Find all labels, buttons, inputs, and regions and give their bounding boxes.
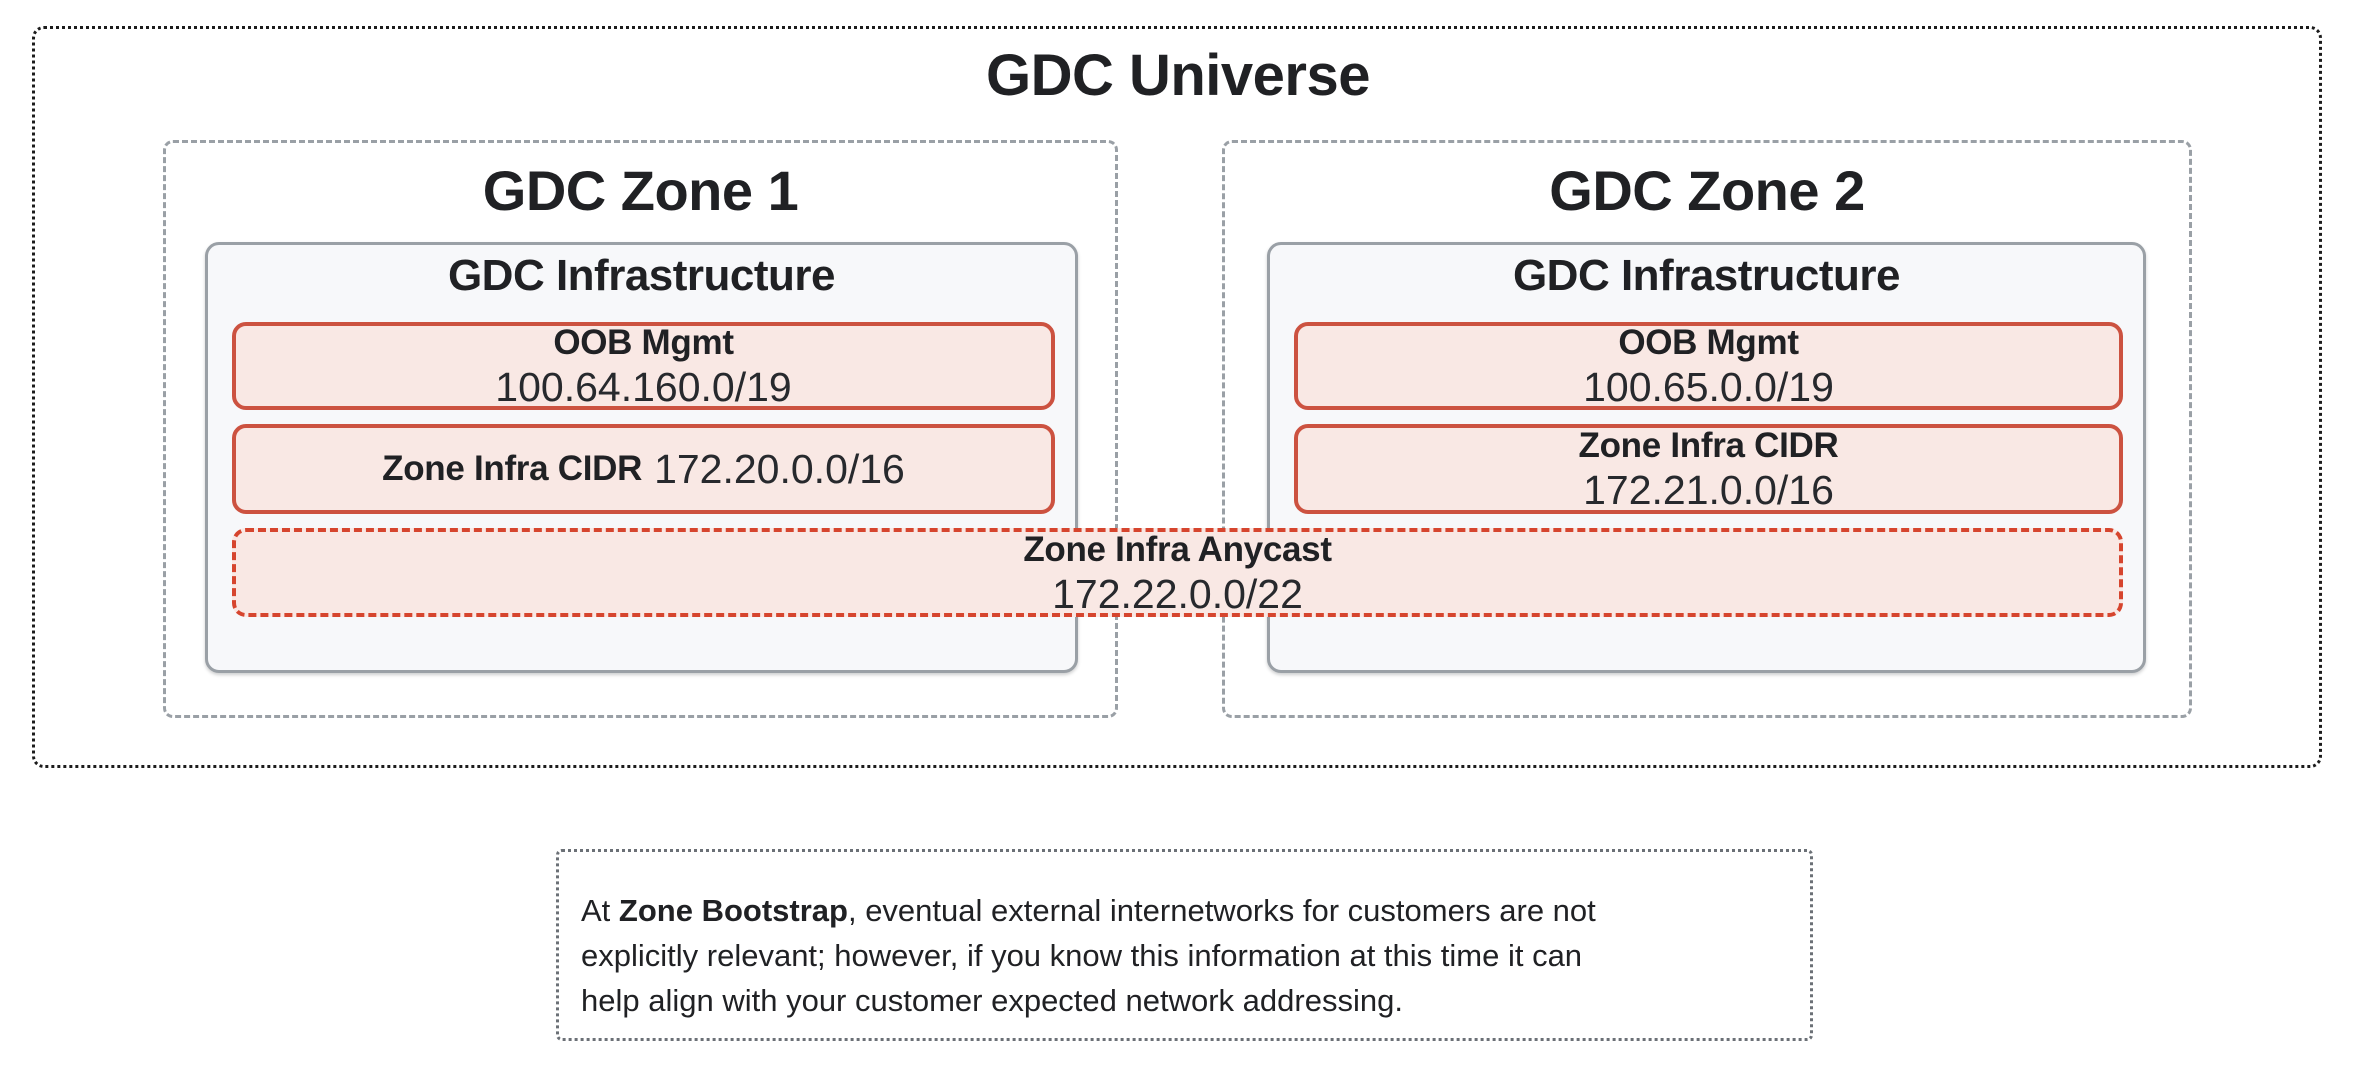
zone-infra-anycast-cidr: 172.22.0.0/22 <box>1052 570 1303 617</box>
zone-2-oob-mgmt-box: OOB Mgmt 100.65.0.0/19 <box>1294 322 2123 410</box>
zone-2-infra-cidr-box: Zone Infra CIDR 172.21.0.0/16 <box>1294 424 2123 514</box>
note-line-2: explicitly relevant; however, if you kno… <box>581 938 1583 973</box>
zone-1-infra-cidr-value: 172.20.0.0/16 <box>654 446 905 492</box>
zone-2-infra-cidr-label: Zone Infra CIDR <box>1578 426 1839 465</box>
zone-1-oob-mgmt-cidr: 100.64.160.0/19 <box>495 364 792 410</box>
gdc-universe-title: GDC Universe <box>985 43 1371 108</box>
zone-1-oob-mgmt-label: OOB Mgmt <box>553 323 734 362</box>
zone-2-oob-mgmt-label: OOB Mgmt <box>1618 323 1799 362</box>
zone-1-oob-mgmt-box: OOB Mgmt 100.64.160.0/19 <box>232 322 1055 410</box>
note-line-3: help align with your customer expected n… <box>581 983 1403 1018</box>
zone-infra-anycast-box: Zone Infra Anycast 172.22.0.0/22 <box>232 528 2123 617</box>
note-line-1-bold: Zone Bootstrap <box>618 893 848 928</box>
zone-1-infra-cidr-box: Zone Infra CIDR 172.20.0.0/16 <box>232 424 1055 514</box>
zone-2-infrastructure-title: GDC Infrastructure <box>1512 251 1901 300</box>
zone-1-infrastructure-title: GDC Infrastructure <box>447 251 836 300</box>
note-line-1: At Zone Bootstrap, eventual external int… <box>581 888 1790 933</box>
gdc-zone-1-title: GDC Zone 1 <box>482 159 799 222</box>
zone-2-infra-cidr-value: 172.21.0.0/16 <box>1583 467 1834 513</box>
gdc-zone-2-container <box>1222 140 2192 718</box>
gdc-zone-1-container <box>163 140 1118 718</box>
zone-2-oob-mgmt-cidr: 100.65.0.0/19 <box>1583 364 1834 410</box>
note-line-1-rest: , eventual external internetworks for cu… <box>847 893 1596 928</box>
gdc-zone-2-title: GDC Zone 2 <box>1549 159 1865 222</box>
note-line-1-prefix: At <box>581 893 619 928</box>
zone-bootstrap-note-box: At Zone Bootstrap, eventual external int… <box>556 849 1813 1041</box>
zone-1-infra-cidr-label: Zone Infra CIDR <box>382 449 643 488</box>
zone-infra-anycast-label: Zone Infra Anycast <box>1023 529 1332 569</box>
